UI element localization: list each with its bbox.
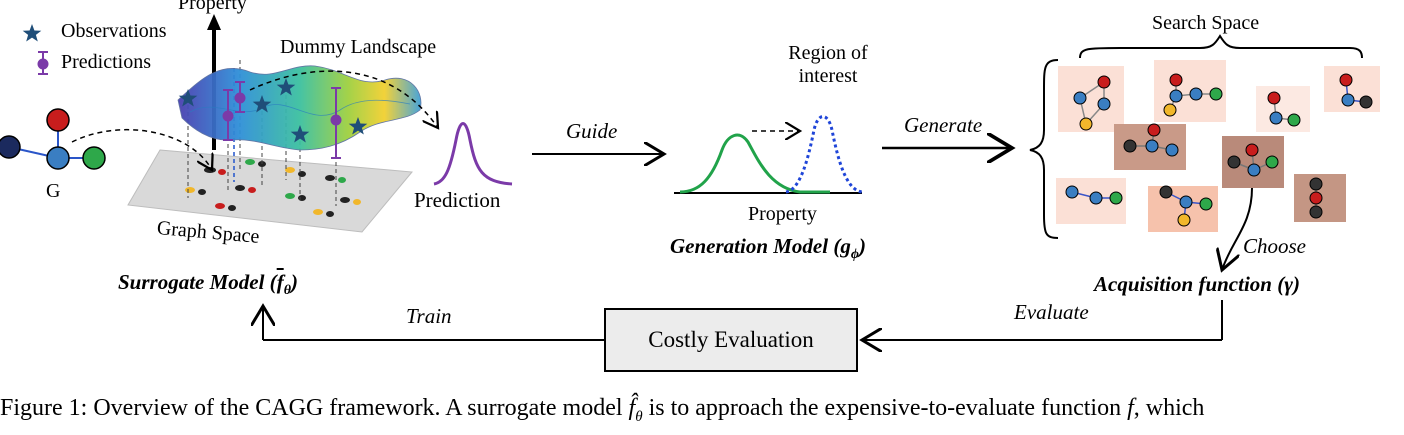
- candidate-8: [1148, 185, 1218, 232]
- choose-label: Choose: [1243, 234, 1306, 258]
- search-left-brace: [1029, 59, 1059, 239]
- surrogate-title-sub: θ: [283, 283, 291, 299]
- caption-sub: θ: [635, 408, 643, 425]
- figure-caption: Figure 1: Overview of the CAGG framework…: [0, 395, 1205, 425]
- surrogate-panel: [0, 14, 513, 233]
- surrogate-title-symbol: f: [276, 270, 284, 294]
- plane-mini-graphs: [185, 159, 361, 217]
- generation-green-curve: [679, 133, 830, 194]
- legend-predictions-label: Predictions: [61, 51, 151, 73]
- surrogate-model-title: Surrogate Model (fθ): [118, 270, 298, 299]
- guide-label: Guide: [566, 119, 618, 143]
- prediction-label: Prediction: [414, 188, 501, 212]
- landscape-to-prediction-arrow: [249, 70, 438, 128]
- candidate-7: [1056, 178, 1126, 224]
- candidate-9: [1294, 174, 1346, 222]
- candidate-1: [1058, 66, 1124, 132]
- candidate-4: [1324, 66, 1380, 112]
- legend: [22, 24, 49, 75]
- generation-blue-curve: [785, 115, 863, 194]
- prediction-error-bars: [222, 81, 342, 159]
- search-top-brace: [1079, 34, 1363, 59]
- candidate-5: [1114, 123, 1186, 170]
- legend-observations-label: Observations: [61, 20, 167, 42]
- generate-label: Generate: [904, 113, 983, 137]
- g-to-space-arrow: [71, 128, 212, 170]
- costly-evaluation-box: Costly Evaluation: [604, 308, 858, 372]
- dummy-landscape-label: Dummy Landscape: [280, 36, 437, 58]
- prediction-curve: [433, 122, 513, 186]
- generation-model-title: Generation Model (gϕ): [670, 234, 866, 263]
- observation-stars: [178, 78, 368, 143]
- feedback-loop: [263, 300, 1223, 340]
- generation-panel: [674, 115, 863, 194]
- choose-arrow: [1222, 187, 1253, 270]
- acquisition-function-title: Acquisition function (γ): [1094, 272, 1300, 296]
- candidate-2: [1154, 60, 1226, 122]
- graph-g-label: G: [46, 180, 61, 202]
- caption-symbol: f̂: [628, 395, 636, 421]
- candidate-6: [1222, 136, 1284, 188]
- molecule-g: [0, 108, 106, 170]
- candidate-3: [1256, 86, 1310, 132]
- legend-star-icon: [22, 24, 42, 42]
- costly-evaluation-label: Costly Evaluation: [648, 327, 814, 352]
- evaluate-label: Evaluate: [1014, 300, 1089, 324]
- surrogate-axis-label: Property: [178, 0, 247, 14]
- train-label: Train: [406, 304, 452, 328]
- search-space-label: Search Space: [1152, 12, 1260, 34]
- search-space-panel: [1029, 34, 1380, 270]
- generation-axis-label: Property: [748, 203, 817, 225]
- legend-errorbar-icon: [37, 51, 49, 75]
